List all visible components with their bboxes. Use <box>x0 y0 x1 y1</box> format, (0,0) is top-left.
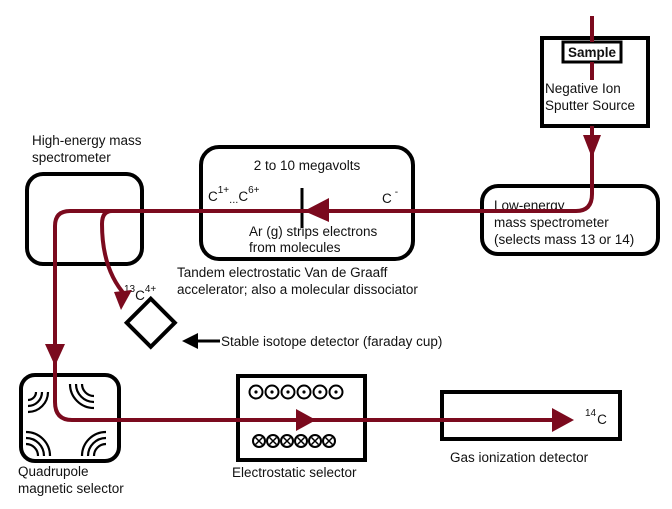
field-out-of-page-row <box>248 384 344 400</box>
accelerator-caption-1: Tandem electrostatic Van de Graaff <box>177 265 388 280</box>
field-in-symbol <box>294 434 308 448</box>
quadrupole-label-2: magnetic selector <box>18 481 124 496</box>
beam-arrow-left-accelerator <box>304 198 329 222</box>
high-energy-mass-spectrometer: High-energy mass spectrometer <box>25 133 144 266</box>
beam-arrow-right-electrostatic <box>296 409 316 431</box>
beam-arrow-to-faraday <box>114 290 132 310</box>
sputter-source: Sample Negative Ion Sputter Source <box>540 36 650 128</box>
accelerator-caption-2: accelerator; also a molecular dissociato… <box>177 282 418 297</box>
field-in-symbol <box>322 434 336 448</box>
faraday-cup: 13C4+ Stable isotope detector (faraday c… <box>123 284 442 350</box>
beam-to-faraday <box>99 209 128 298</box>
field-out-symbol <box>264 384 280 400</box>
field-out-dot <box>254 390 258 394</box>
low-energy-ms-box <box>480 184 660 256</box>
field-out-symbol <box>328 384 344 400</box>
sample-label: Sample <box>568 45 617 60</box>
faraday-pointer-arrowhead <box>182 333 198 349</box>
field-in-symbol <box>308 434 322 448</box>
ion-out-label: C1+...C6+ <box>208 185 260 206</box>
beam-arrow-down-source <box>583 135 601 158</box>
high-energy-ms-label-1: High-energy mass <box>32 133 142 148</box>
field-out-symbol <box>312 384 328 400</box>
field-in-cross <box>268 436 278 446</box>
field-in-cross <box>282 436 292 446</box>
low-energy-ms-label-2: mass spectrometer <box>494 215 609 230</box>
beam-source-to-lems <box>70 126 594 213</box>
sputter-source-label-1: Negative Ion <box>545 81 621 96</box>
beam-arrow-down-quadrupole <box>45 344 65 366</box>
ion-beam <box>53 16 594 422</box>
sputter-source-box <box>540 36 650 128</box>
sputter-source-label-2: Sputter Source <box>545 98 635 113</box>
quadrupole-magnet-poles <box>25 383 107 457</box>
high-energy-ms-box <box>25 172 144 266</box>
field-out-dot <box>334 390 338 394</box>
electrostatic-label: Electrostatic selector <box>232 465 357 480</box>
field-out-symbol <box>280 384 296 400</box>
faraday-cup-label: Stable isotope detector (faraday cup) <box>221 334 442 349</box>
field-in-cross <box>324 436 334 446</box>
field-out-symbol <box>296 384 312 400</box>
field-in-cross <box>310 436 320 446</box>
faraday-isotope-label: 13C4+ <box>124 284 156 303</box>
field-into-page-row <box>252 434 336 448</box>
field-out-dot <box>302 390 306 394</box>
field-in-cross <box>254 436 264 446</box>
gas-detector-label: Gas ionization detector <box>450 450 589 465</box>
field-in-cross <box>296 436 306 446</box>
gas-detector-isotope: 14C <box>585 408 607 427</box>
tandem-accelerator: 2 to 10 megavolts C1+...C6+ C- Ar (g) st… <box>177 145 418 297</box>
ion-in-label: C- <box>382 187 398 206</box>
high-energy-ms-label-2: spectrometer <box>32 150 111 165</box>
faraday-cup-diamond <box>123 295 178 350</box>
accelerator-box <box>199 145 415 261</box>
field-out-dot <box>270 390 274 394</box>
low-energy-mass-spectrometer: Low-energy mass spectrometer (selects ma… <box>480 184 660 256</box>
field-in-symbol <box>280 434 294 448</box>
field-out-dot <box>286 390 290 394</box>
field-in-symbol <box>252 434 266 448</box>
gas-ionization-detector: 14C Gas ionization detector <box>440 390 622 465</box>
quadrupole-selector: Quadrupole magnetic selector <box>18 373 124 496</box>
field-in-symbol <box>266 434 280 448</box>
quadrupole-label-1: Quadrupole <box>18 464 89 479</box>
beam-to-quadrupole <box>53 209 555 422</box>
accelerator-voltage: 2 to 10 megavolts <box>254 158 361 173</box>
stripper-label-2: from molecules <box>249 240 341 255</box>
low-energy-ms-label-3: (selects mass 13 or 14) <box>494 232 634 247</box>
field-out-dot <box>318 390 322 394</box>
stripper-label-1: Ar (g) strips electrons <box>249 224 378 239</box>
beam-arrow-right-detector <box>552 408 574 432</box>
gas-detector-box <box>440 390 622 441</box>
field-out-symbol <box>248 384 264 400</box>
